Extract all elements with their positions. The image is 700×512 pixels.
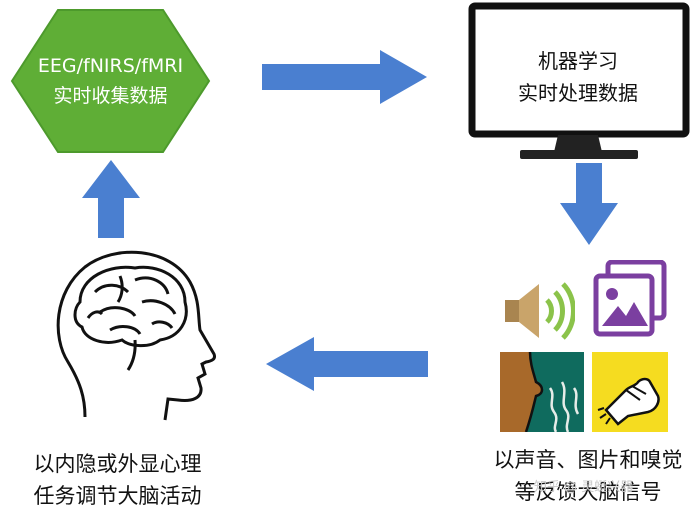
process-node-label: 机器学习 实时处理数据 (478, 22, 678, 132)
hexagon-shape (10, 9, 211, 153)
arrow-left (266, 337, 428, 391)
monitor-icon (468, 2, 690, 159)
arrow-up (82, 160, 140, 238)
brain-head-icon (56, 250, 216, 421)
collect-node-label: EEG/fNIRS/fMRI 实时收集数据 (8, 6, 213, 156)
collect-node: EEG/fNIRS/fMRI 实时收集数据 (8, 6, 213, 156)
task-line2: 任务调节大脑活动 (33, 484, 202, 508)
feedback-line1: 以声音、图片和嗅觉 (493, 448, 683, 472)
feedback-caption: 以声音、图片和嗅觉 等反馈大脑信号 (478, 444, 698, 508)
watermark: 知乎 @ 灵蜓兴器 (534, 480, 634, 495)
speaker-icon (505, 282, 575, 340)
touch-hand-icon (592, 352, 668, 432)
arrow-right (262, 50, 427, 104)
process-line2: 实时处理数据 (518, 81, 638, 105)
task-line1: 以内隐或外显心理 (33, 452, 202, 476)
task-caption: 以内隐或外显心理 任务调节大脑活动 (10, 448, 225, 512)
smell-icon (500, 352, 584, 432)
process-line1: 机器学习 (538, 49, 618, 73)
feedback-line2: 等反馈大脑信号 (514, 480, 662, 504)
arrow-down (560, 163, 618, 245)
picture-icon (593, 260, 667, 337)
collect-line1: EEG/fNIRS/fMRI (37, 55, 184, 77)
collect-line2: 实时收集数据 (53, 85, 168, 107)
